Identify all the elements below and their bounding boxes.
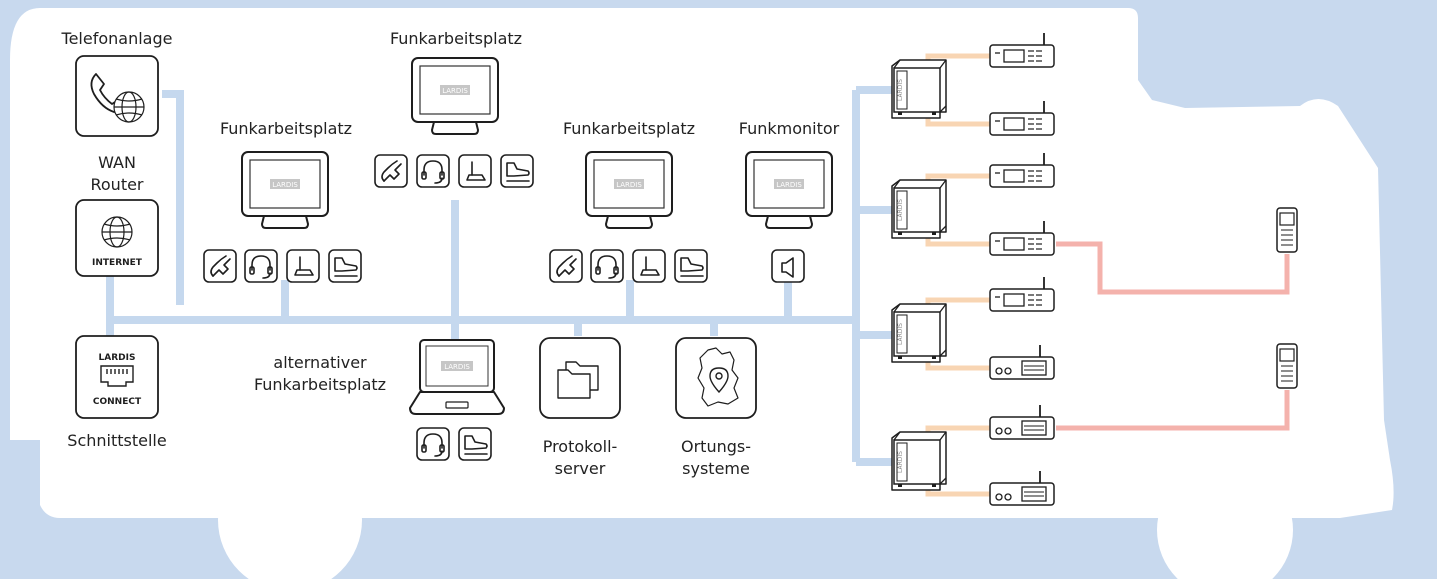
label-alt-funkarbeitsplatz: Funkarbeitsplatz <box>253 375 387 394</box>
mobile-handset-1 <box>1276 207 1298 253</box>
laptop-device: LARDIS <box>409 339 505 415</box>
label-alternativer: alternativer <box>273 353 367 372</box>
globe-icon <box>113 91 145 123</box>
network-lines <box>106 86 894 466</box>
handset-links <box>1056 241 1290 431</box>
label-wan: WAN <box>98 153 136 172</box>
label-server: server <box>554 459 606 478</box>
peripherals-laptop <box>416 427 492 461</box>
label-funkmonitor: Funkmonitor <box>738 119 840 138</box>
label-funkarbeitsplatz-right: Funkarbeitsplatz <box>562 119 696 138</box>
location-pin-icon <box>709 367 729 394</box>
mobile-handset-2 <box>1276 343 1298 389</box>
ethernet-port-icon <box>100 365 134 387</box>
internet-label: INTERNET <box>92 258 143 268</box>
funkmonitor-monitor <box>745 151 833 229</box>
label-protokoll: Protokoll- <box>542 437 618 456</box>
protokollserver-device <box>539 337 621 419</box>
radio-gateway-1 <box>891 59 947 119</box>
folder-icon <box>557 361 599 399</box>
lardis-connect-top-label: LARDIS <box>99 353 136 363</box>
label-funkarbeitsplatz-left: Funkarbeitsplatz <box>219 119 353 138</box>
radio-gateway-4 <box>891 431 947 491</box>
svg-text:LARDIS: LARDIS <box>444 363 470 371</box>
workstation-monitor-center <box>411 57 499 135</box>
ortungssysteme-device <box>675 337 757 419</box>
peripherals-right <box>549 249 708 283</box>
label-systeme: systeme <box>682 459 750 478</box>
lardis-connect-device: LARDIS CONNECT <box>75 335 159 419</box>
globe-icon <box>101 216 133 248</box>
telefonanlage-device <box>75 55 159 137</box>
funkmonitor-peripheral <box>771 249 805 283</box>
label-funkarbeitsplatz-center: Funkarbeitsplatz <box>389 29 523 48</box>
label-telefonanlage: Telefonanlage <box>61 29 173 48</box>
label-ortungs: Ortungs- <box>681 437 751 456</box>
radio-gateway-3 <box>891 303 947 363</box>
workstation-monitor-right <box>585 151 673 229</box>
label-router: Router <box>90 175 144 194</box>
wan-router-device: INTERNET <box>75 199 159 277</box>
workstation-monitor-left <box>241 151 329 229</box>
radio-gateway-2 <box>891 179 947 239</box>
lardis-connect-bottom-label: CONNECT <box>93 397 142 407</box>
label-schnittstelle: Schnittstelle <box>67 431 167 450</box>
peripherals-left <box>203 249 362 283</box>
peripherals-center <box>374 154 534 188</box>
